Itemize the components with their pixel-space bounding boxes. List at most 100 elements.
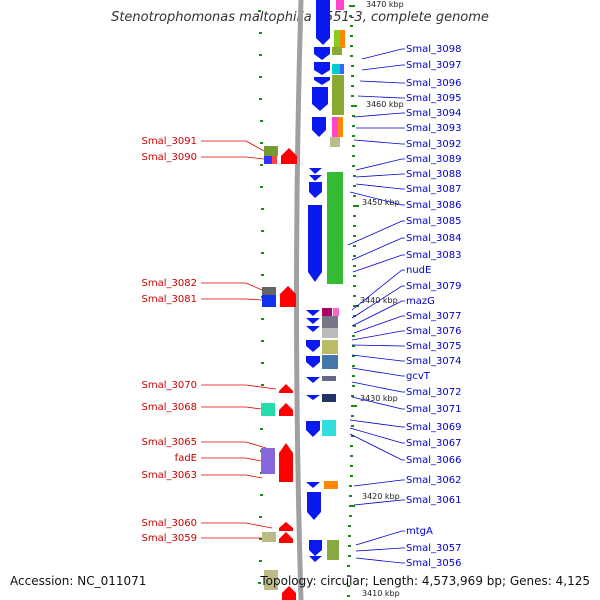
ring-tick: [352, 115, 355, 117]
gene-arrow: [309, 175, 322, 181]
gene-label-smal_3082: Smal_3082: [142, 278, 197, 289]
ring-tick: [351, 105, 357, 107]
reverse-strand-genes: [306, 0, 330, 562]
ring-tick: [349, 515, 352, 517]
gene-arrow: [306, 395, 320, 400]
leader-line: [351, 237, 405, 261]
leader-line: [355, 183, 405, 190]
ring-tick: [261, 274, 264, 276]
gene-label-fade: fadE: [175, 453, 197, 464]
inner-ring-ticks: [347, 5, 359, 597]
ring-tick: [352, 135, 355, 137]
gene-arrow: [282, 586, 296, 600]
genome-backbone: [294, 0, 304, 600]
gene-label-gcvt: gcvT: [406, 371, 431, 382]
gene-label-smal_3083: Smal_3083: [406, 250, 461, 261]
ring-tick: [353, 185, 356, 187]
ring-tick: [261, 362, 264, 364]
ring-tick: [352, 365, 355, 367]
ring-tick: [352, 385, 355, 387]
feature-block: [322, 420, 336, 436]
gene-label-smal_3066: Smal_3066: [406, 455, 461, 466]
feature-block: [332, 117, 338, 137]
feature-block: [261, 403, 275, 416]
leader-line: [349, 191, 405, 206]
leader-line: [353, 112, 405, 118]
gene-label-smal_3063: Smal_3063: [142, 470, 197, 481]
gene-arrow: [281, 148, 297, 164]
leader-line: [201, 156, 265, 160]
ring-tick: [261, 252, 264, 254]
scale-label-3460: 3460 kbp: [366, 100, 404, 109]
ring-tick: [347, 565, 350, 567]
gene-label-smal_3087: Smal_3087: [406, 184, 461, 195]
feature-block: [340, 64, 344, 74]
leader-line: [353, 479, 405, 487]
gene-label-smal_3094: Smal_3094: [406, 108, 461, 119]
feature-block: [264, 156, 272, 164]
ring-tick: [350, 455, 353, 457]
ring-tick: [261, 230, 264, 232]
gene-label-smal_3059: Smal_3059: [142, 533, 197, 544]
gene-label-mazg: mazG: [406, 296, 435, 307]
ring-tick: [352, 335, 355, 337]
scale-label-3450: 3450 kbp: [362, 198, 400, 207]
ring-tick: [351, 405, 357, 407]
gene-arrow: [279, 443, 293, 482]
feature-block: [332, 47, 342, 55]
gene-label-smal_3065: Smal_3065: [142, 437, 197, 448]
ring-tick: [259, 76, 262, 78]
leader-line: [201, 140, 265, 152]
gene-label-smal_3081: Smal_3081: [142, 294, 197, 305]
gene-label-smal_3061: Smal_3061: [406, 495, 461, 506]
gene-arrow: [316, 0, 330, 45]
ring-tick: [353, 205, 359, 207]
gene-label-smal_3062: Smal_3062: [406, 475, 461, 486]
gene-label-smal_3097: Smal_3097: [406, 60, 461, 71]
reverse-feature-blocks: [322, 0, 345, 560]
feature-block: [327, 172, 343, 284]
gene-arrow: [306, 318, 320, 324]
ring-tick: [353, 215, 356, 217]
ring-tick: [259, 538, 262, 540]
scale-label-3430: 3430 kbp: [360, 394, 398, 403]
ring-tick: [353, 255, 356, 257]
scale-label-3470: 3470 kbp: [366, 0, 404, 9]
ring-tick: [353, 225, 356, 227]
gene-label-smal_3084: Smal_3084: [406, 233, 461, 244]
leader-line: [351, 330, 405, 341]
leader-line: [351, 300, 405, 327]
leader-line: [355, 530, 405, 546]
right-leader-lines: [347, 48, 405, 564]
leader-line: [351, 381, 405, 393]
leader-line: [201, 384, 277, 390]
feature-block: [322, 376, 336, 381]
scale-label-3410: 3410 kbp: [362, 589, 400, 598]
ring-tick: [349, 505, 355, 507]
gene-arrow: [308, 205, 322, 282]
leader-line: [352, 254, 405, 273]
gene-arrow: [279, 403, 293, 416]
leader-line: [353, 139, 405, 145]
ring-tick: [352, 145, 355, 147]
ring-tick: [260, 142, 263, 144]
gene-label-nude: nudE: [406, 265, 431, 276]
feature-block: [322, 340, 338, 354]
ring-tick: [260, 164, 263, 166]
gene-label-smal_3098: Smal_3098: [406, 44, 461, 55]
ring-tick: [353, 325, 356, 327]
gene-label-smal_3057: Smal_3057: [406, 543, 461, 554]
ring-tick: [350, 465, 353, 467]
left-leader-lines: [201, 140, 277, 539]
ring-tick: [260, 494, 263, 496]
ring-tick: [352, 155, 355, 157]
ring-tick: [348, 545, 351, 547]
ring-tick: [352, 345, 355, 347]
ring-tick: [260, 186, 263, 188]
gene-arrow: [279, 522, 293, 531]
accession-label: Accession: NC_011071: [10, 574, 147, 588]
ring-tick: [350, 55, 353, 57]
gene-label-smal_3071: Smal_3071: [406, 404, 461, 415]
gene-label-smal_3070: Smal_3070: [142, 380, 197, 391]
